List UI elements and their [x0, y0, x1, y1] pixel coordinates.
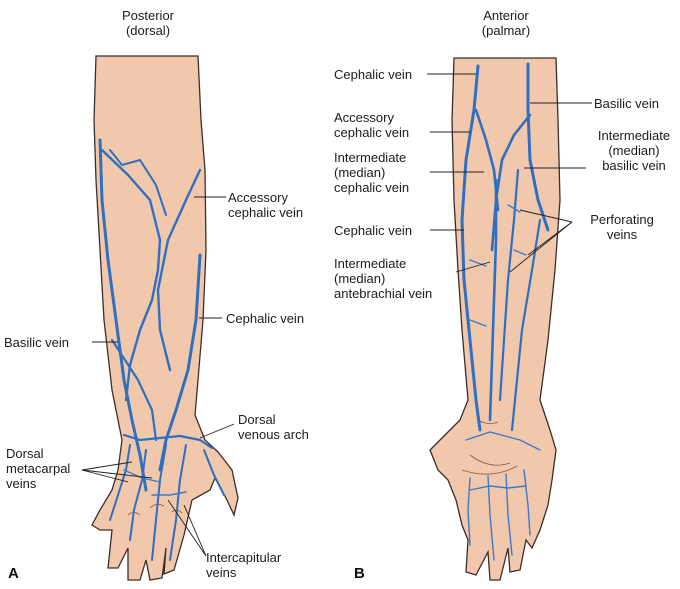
- anterior-arm: [429, 57, 561, 581]
- label-anterior-cephalic-vein-lower: Cephalic vein: [334, 223, 413, 238]
- posterior-basilic-vein: [98, 138, 148, 492]
- label-anterior-basilic-vein: Basilic vein: [594, 96, 660, 111]
- label-posterior-accessory-cephalic-vein: Accessory cephalic vein: [228, 190, 304, 220]
- label-dorsal-venous-arch: Dorsal venous arch: [238, 412, 309, 442]
- label-posterior-basilic-vein: Basilic vein: [4, 335, 70, 350]
- anterior-cephalic-vein: [460, 64, 482, 432]
- label-anterior-cephalic-vein-top: Cephalic vein: [334, 67, 413, 82]
- label-perforating-veins: Perforating veins: [590, 212, 654, 242]
- leader-lines: [81, 73, 592, 557]
- anterior-intermediate-basilic-vein: [490, 113, 532, 252]
- posterior-accessory-cephalic-vein: [156, 168, 202, 372]
- anterior-intermediate-antebrachial-vein: [488, 178, 498, 422]
- label-intermediate-cephalic-vein: Intermediate (median) cephalic vein: [334, 150, 410, 195]
- label-intermediate-antebrachial-vein: Intermediate (median) antebrachial vein: [334, 256, 433, 301]
- posterior-dorsal-venous-arch: [122, 433, 214, 450]
- label-intercapitular-veins: Intercapitular veins: [206, 550, 282, 580]
- panel-letter-a: A: [8, 565, 19, 582]
- anterior-perforating-vein-2: [513, 249, 527, 256]
- panel-letter-b: B: [354, 565, 365, 582]
- posterior-arm: [91, 55, 239, 581]
- label-posterior-cephalic-vein: Cephalic vein: [226, 311, 305, 326]
- label-intermediate-basilic-vein: Intermediate (median) basilic vein: [597, 128, 671, 173]
- posterior-view-title: Posterior (dorsal): [121, 8, 175, 38]
- anterior-view-title: Anterior (palmar): [481, 8, 531, 38]
- label-anterior-accessory-cephalic-vein: Accessory cephalic vein: [334, 110, 410, 140]
- anterior-arm-outline: [429, 57, 561, 581]
- label-dorsal-metacarpal-veins: Dorsal metacarpal veins: [6, 446, 71, 491]
- anterior-perforating-vein-1: [507, 204, 521, 213]
- anterior-basilic-vein: [526, 62, 550, 232]
